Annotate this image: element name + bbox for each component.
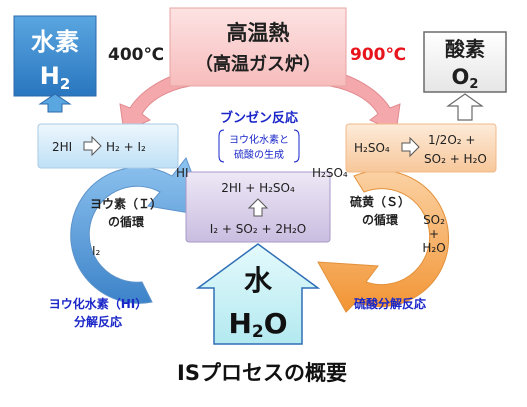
so4-reaction-rhs-line2: SO₂ + H₂O [424, 152, 487, 166]
heat-source-subtitle: （高温ガス炉） [195, 53, 321, 75]
sulfur-output-line3: H₂O [422, 241, 445, 255]
iodine-cycle-line2: の循環 [108, 214, 145, 229]
water-label: 水 [244, 264, 273, 297]
hi-decomposition-line1: ヨウ化水素（HI） [49, 296, 148, 311]
heat-source-box: 高温熱 （高温ガス炉） [169, 7, 347, 87]
so4-reaction-rhs-line1: 1/2O₂ + [428, 133, 475, 147]
sulfur-cycle-line1: 硫黄（Ｓ） [350, 194, 410, 209]
hi-reaction-lhs: 2HI [52, 140, 72, 154]
hi-reaction-rhs: H₂ + I₂ [106, 140, 146, 154]
so4-decomposition-box: H₂SO₄ 1/2O₂ + SO₂ + H₂O [345, 123, 497, 173]
so4-reaction-arrow-icon [401, 136, 420, 158]
iodine-cycle-line1: ヨウ素（Ｉ） [90, 196, 162, 211]
water-formula: H2O [228, 307, 287, 342]
hi-decomposition-line2: 分解反応 [74, 314, 122, 329]
bunsen-title: ブンゼン反応 [220, 110, 298, 126]
hydrogen-formula: H2 [40, 62, 71, 93]
footer-title: ISプロセスの概要 [177, 361, 347, 385]
oxygen-formula: O2 [452, 65, 479, 92]
sulfur-output-line1: SO₂ [423, 213, 445, 227]
bunsen-reaction-box: 2HI + H₂SO₄ I₂ + SO₂ + 2H₂O [185, 171, 331, 243]
sulfur-cycle-line2: の循環 [362, 212, 399, 227]
sulfur-input-h2so4: H₂SO₄ [312, 166, 348, 180]
so4-decomposition-label: 硫酸分解反応 [354, 296, 426, 311]
iodine-output-i2: I₂ [92, 244, 101, 258]
sulfur-output-line2: + [429, 227, 439, 241]
water-input-arrow: 水 H2O [195, 243, 321, 345]
bunsen-top-eq: 2HI + H₂SO₄ [221, 181, 295, 195]
bunsen-bottom-eq: I₂ + SO₂ + 2H₂O [210, 222, 307, 236]
oxygen-up-arrow [446, 93, 484, 121]
heat-source-title: 高温熱 [227, 21, 290, 45]
oxygen-output: 酸素 O2 [423, 31, 507, 121]
temp-left: 400℃ [108, 45, 164, 65]
hydrogen-label: 水素 [31, 28, 79, 56]
temp-right: 900℃ [350, 45, 406, 65]
iodine-input-hi: HI [176, 166, 189, 180]
bunsen-note: ヨウ化水素と 硫酸の生成 [218, 129, 300, 163]
sulfur-cycle-arrow [317, 170, 450, 313]
hi-decomposition-box: 2HI H₂ + I₂ [37, 123, 179, 169]
hydrogen-output: 水素 H2 [13, 15, 97, 113]
hi-reaction-arrow-icon [83, 135, 102, 157]
bunsen-note-line2: 硫酸の生成 [234, 148, 284, 161]
iodine-cycle-arrow [70, 156, 209, 304]
oxygen-label: 酸素 [445, 37, 485, 61]
bunsen-up-arrow-icon [247, 198, 269, 217]
so4-reaction-lhs: H₂SO₄ [354, 141, 390, 155]
hydrogen-up-arrow [38, 93, 72, 113]
bunsen-note-line1: ヨウ化水素と [229, 133, 289, 146]
